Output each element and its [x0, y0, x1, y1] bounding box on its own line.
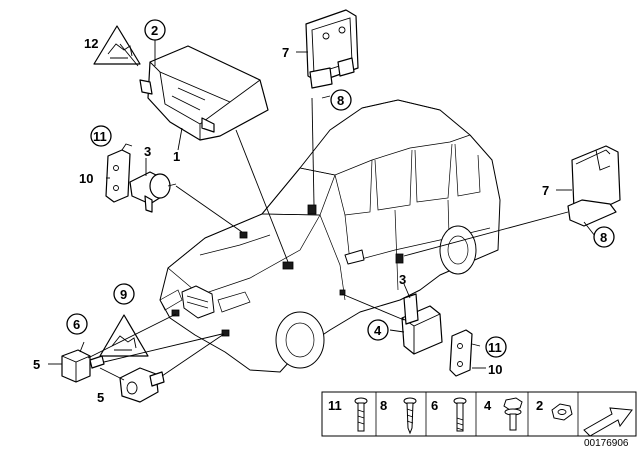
diagram-id: 00176906: [584, 438, 629, 448]
callout-circle-11-right: [485, 336, 507, 358]
hardware-legend: 11 8 6 6 4 2: [321, 391, 637, 437]
callout-5-upper: 5: [33, 357, 40, 372]
callout-11-left: 11: [93, 129, 107, 144]
callout-11-right: 11: [488, 340, 502, 355]
callout-10-left: 10: [79, 171, 93, 186]
callout-circle-4: [367, 319, 389, 341]
mounted-module-side: [395, 253, 404, 264]
sensor-lower-right: [119, 367, 165, 403]
callout-7-top: 7: [282, 45, 289, 60]
mounted-control-unit: [282, 261, 294, 270]
direction-arrow-icon: [583, 407, 633, 437]
mounted-sensor-right: [221, 329, 230, 337]
warning-label-top: [93, 25, 141, 65]
hex-bolt-icon: [503, 397, 523, 431]
legend-label-8: 8: [380, 398, 387, 413]
callout-8-top: 8: [337, 93, 344, 108]
callout-circle-8-right: [593, 226, 615, 248]
mounted-sensor-left: [171, 309, 180, 317]
bolt-icon: [453, 397, 467, 432]
callout-circle-9: [113, 283, 135, 305]
sensor-lower-left: [61, 349, 105, 383]
callout-12: 12: [84, 36, 98, 51]
bracket-top: [305, 9, 359, 89]
legend-label-7: 6: [431, 398, 438, 413]
callout-8-right: 8: [600, 230, 607, 245]
module-cover-right: [567, 145, 621, 227]
callout-5-lower: 5: [97, 390, 104, 405]
callout-1: 1: [173, 149, 180, 164]
callouts: 12 2 1 7 8 11 10 3 7 8 9 6 5 5 3 4 11 10: [33, 19, 615, 405]
callout-3-left: 3: [144, 144, 151, 159]
hex-nut-icon: [551, 403, 573, 421]
warning-label-bottom: [99, 314, 149, 357]
legend-label-2: 2: [536, 398, 543, 413]
vehicle-outline: [159, 99, 501, 373]
callout-9: 9: [120, 287, 127, 302]
callout-circle-6: [66, 313, 88, 335]
callout-3-right: 3: [399, 272, 406, 287]
callout-circle-2: [144, 19, 166, 41]
legend-frame: [321, 391, 637, 437]
bracket-right: [449, 329, 473, 377]
callout-10-right: 10: [488, 362, 502, 377]
callout-4: 4: [374, 323, 382, 338]
bracket-left: [105, 143, 133, 203]
mounted-sensor-front: [239, 231, 248, 239]
airbag-control-unit: [139, 45, 269, 141]
legend-label-4: 4: [484, 398, 492, 413]
callout-7-right: 7: [542, 183, 549, 198]
callout-6: 6: [73, 317, 80, 332]
mounted-sensor-side: [339, 289, 346, 296]
mounted-module-interior: [307, 204, 317, 215]
screw-icon: [354, 397, 368, 432]
legend-label-11: 11: [328, 398, 342, 413]
sensor-right: [401, 293, 443, 355]
callout-circle-11-left: [90, 125, 112, 147]
self-tapping-screw-icon: [403, 397, 417, 435]
callout-2: 2: [151, 23, 158, 38]
callout-circle-8-top: [330, 89, 352, 111]
sensor-left: [129, 171, 177, 213]
leader-lines: [48, 40, 596, 381]
